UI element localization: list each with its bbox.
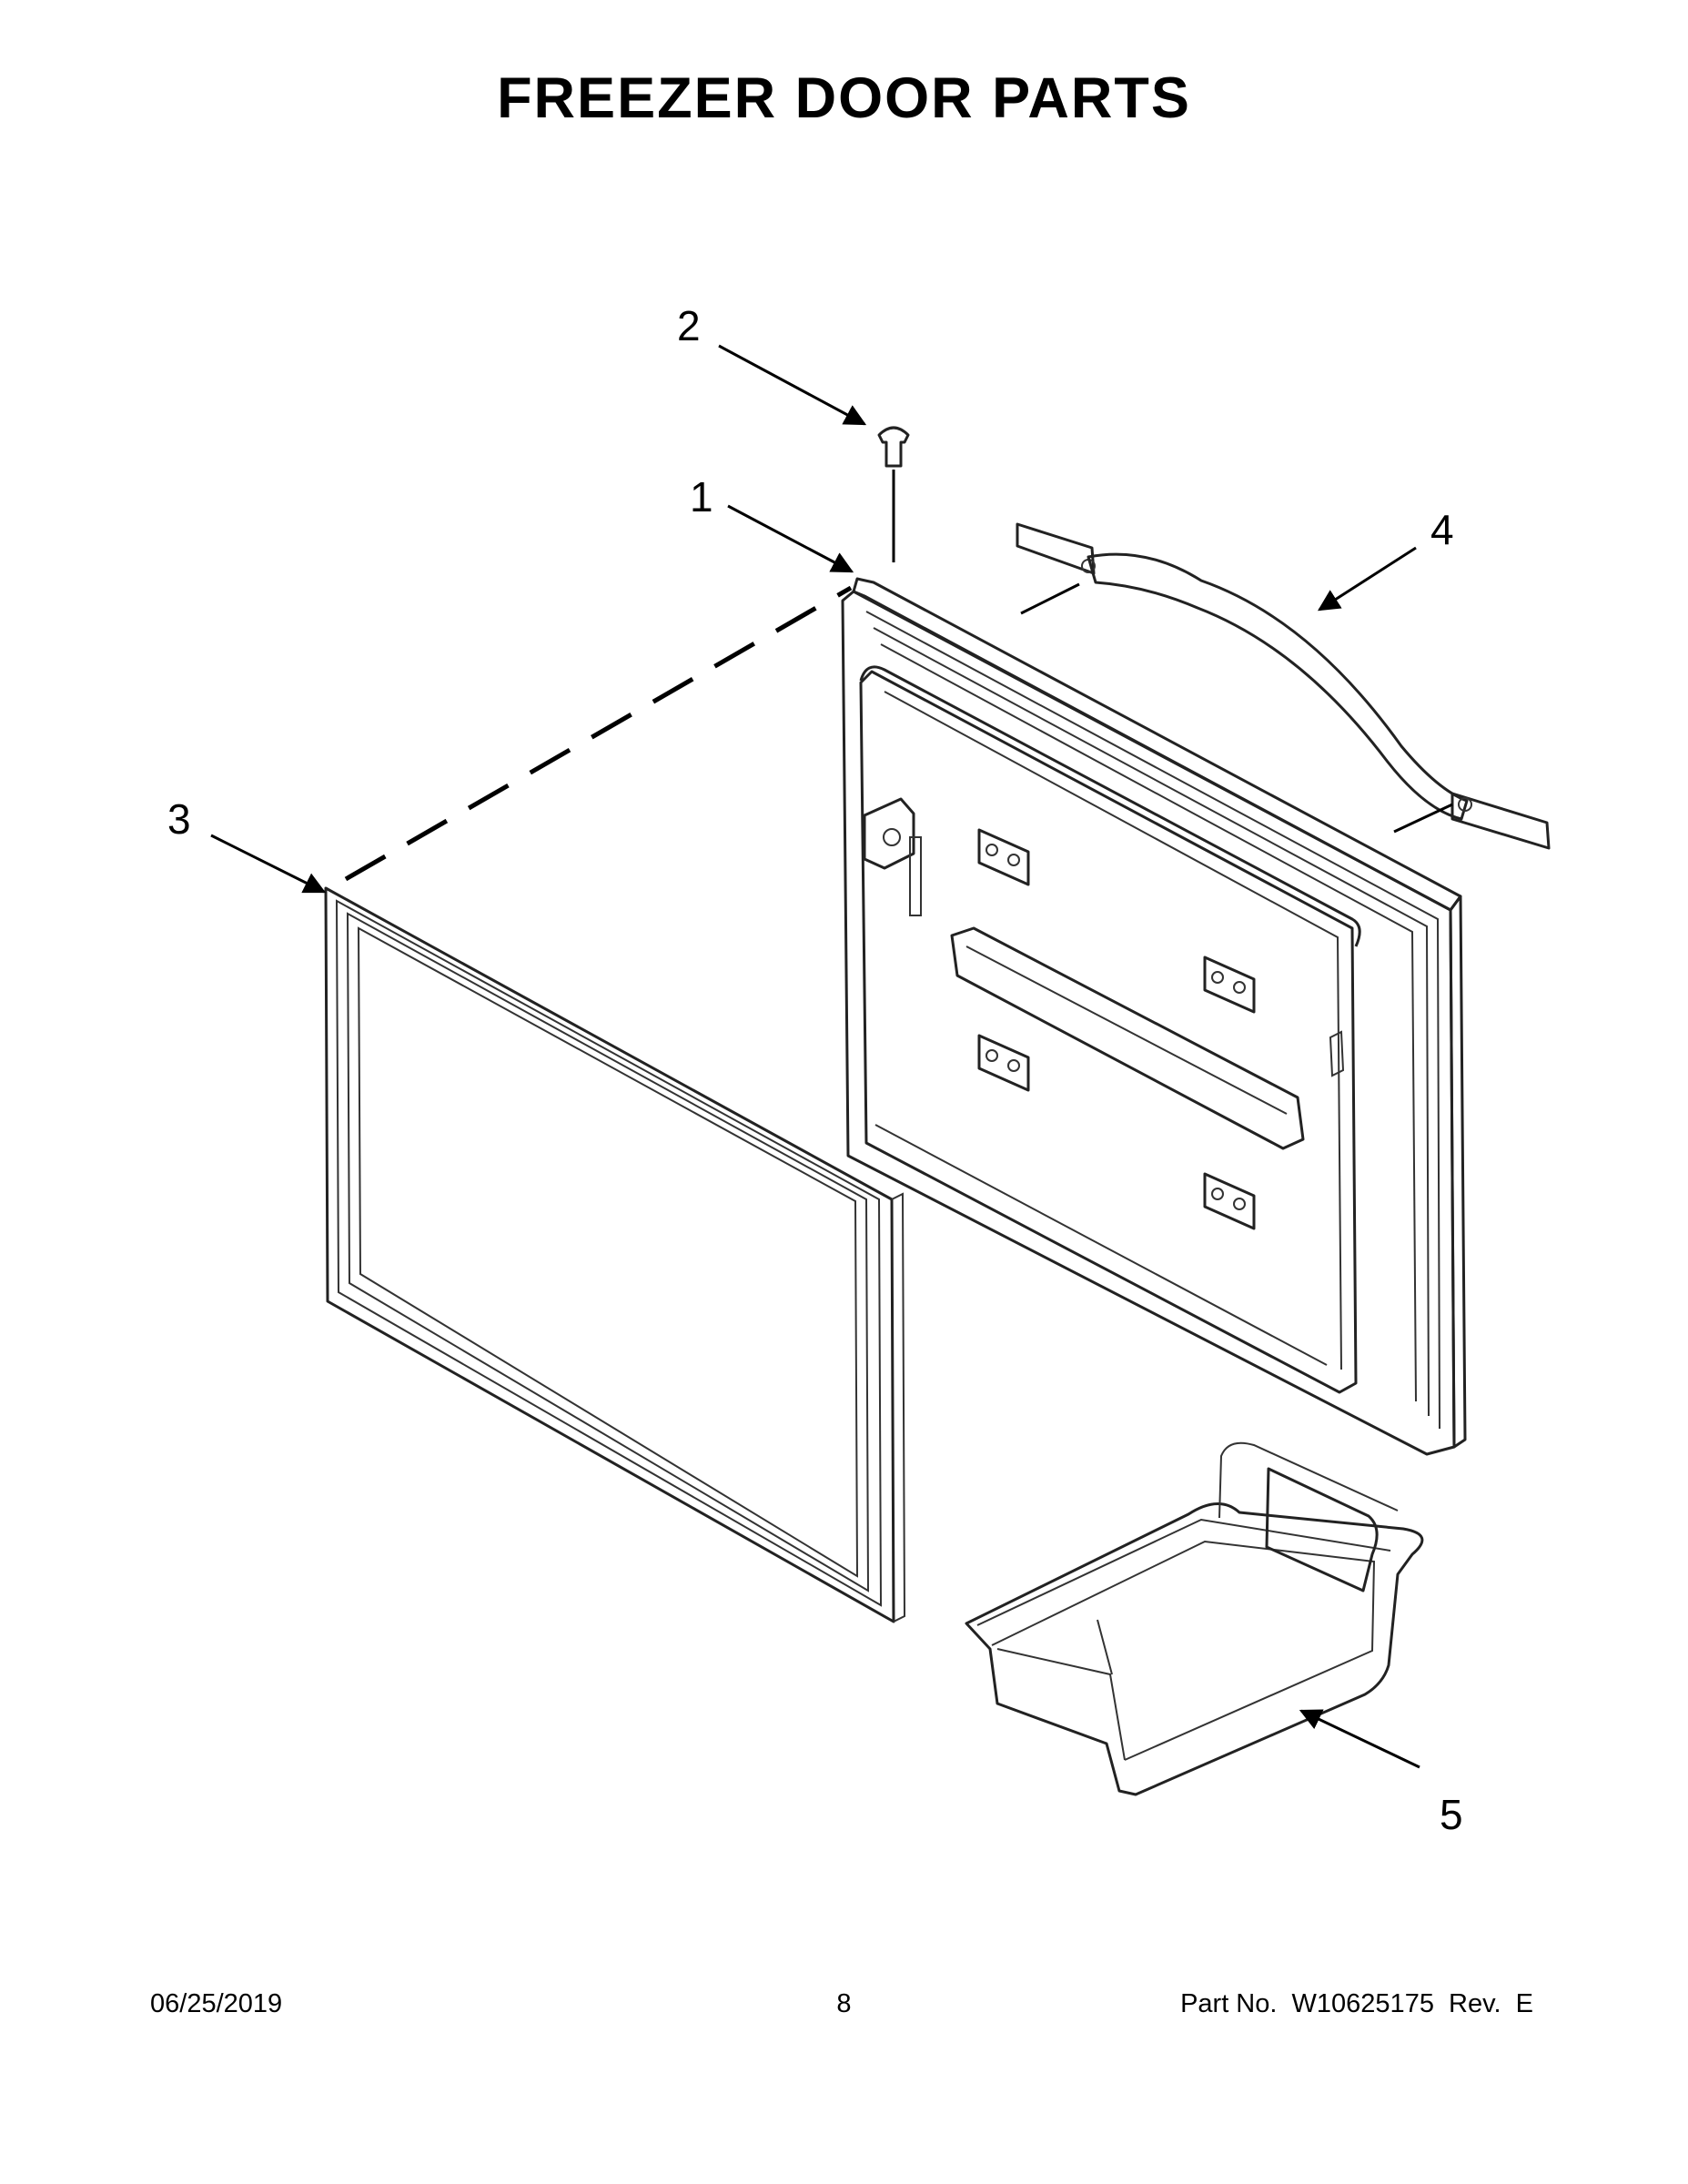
mounting-pad — [977, 828, 1030, 886]
callout-1: 1 — [690, 473, 713, 521]
assembly-line — [1393, 803, 1453, 834]
callout-3: 3 — [167, 795, 191, 843]
door-handle-part — [1016, 522, 1551, 850]
assembly-line — [344, 585, 853, 882]
freezer-door-part — [841, 577, 1467, 1456]
callout-leader-3 — [210, 834, 327, 894]
mounting-pad — [1203, 1172, 1256, 1230]
callout-4: 4 — [1430, 506, 1454, 553]
callout-leader-5 — [1299, 1709, 1420, 1769]
screw-part — [877, 426, 910, 562]
footer-date: 06/25/2019 — [150, 1989, 283, 2018]
callout-leader-1 — [727, 504, 854, 573]
callout-leader-4 — [1317, 546, 1417, 612]
footer-part-number: Part No. W10625175 Rev. E — [1180, 1989, 1533, 2018]
mounting-pad — [977, 1034, 1030, 1092]
callout-leader-2 — [718, 344, 867, 426]
mounting-pad — [1203, 956, 1256, 1014]
page-title: FREEZER DOOR PARTS — [497, 66, 1191, 130]
callout-2: 2 — [677, 302, 701, 349]
footer-page-number: 8 — [836, 1989, 852, 2018]
freezer-basket-part — [965, 1441, 1424, 1796]
assembly-line — [1020, 582, 1080, 615]
door-gasket-part — [324, 886, 906, 1623]
callout-5: 5 — [1440, 1791, 1463, 1838]
